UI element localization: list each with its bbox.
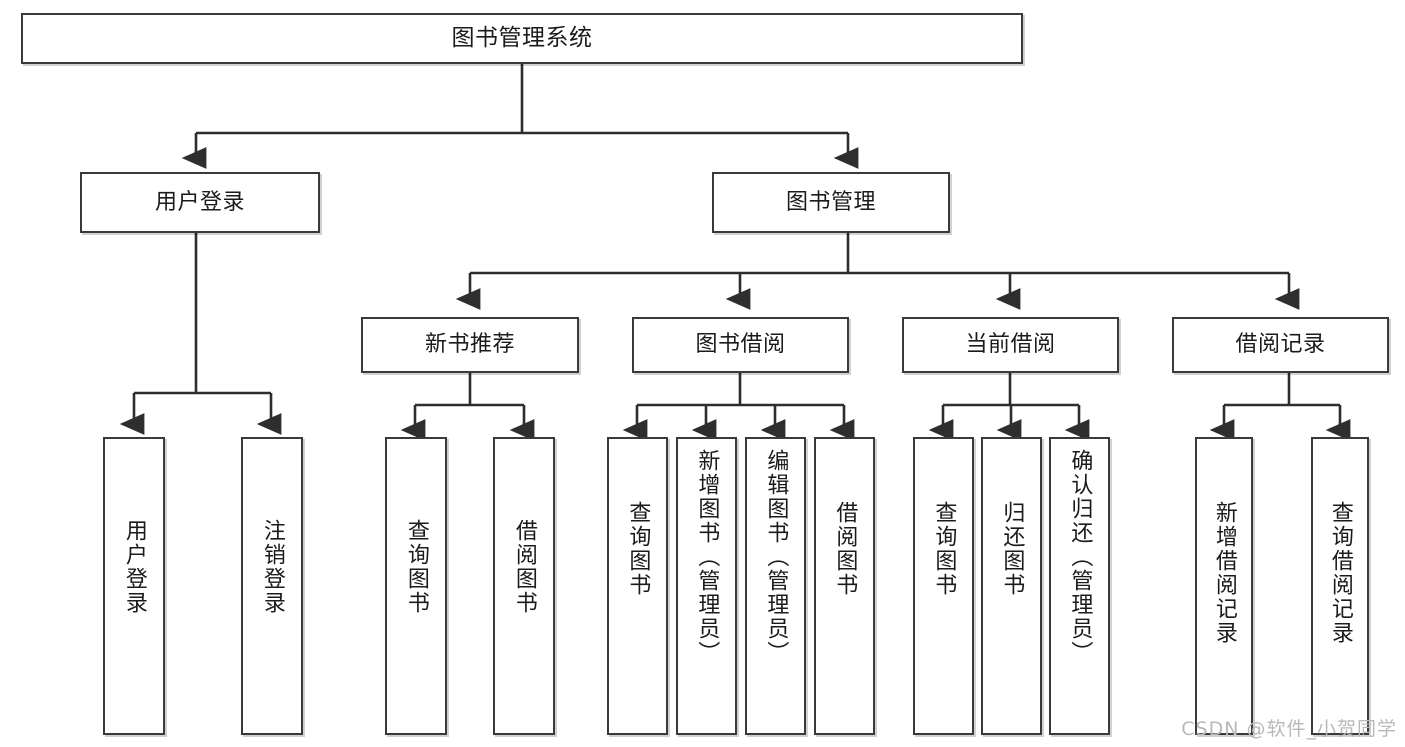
node-label: 当前借阅	[965, 332, 1056, 358]
leaf-user-login[interactable]: 用户登录	[103, 437, 165, 735]
node-label: 归还图书	[999, 501, 1025, 597]
csdn-watermark: CSDN @软件_小贺同学	[1181, 718, 1397, 740]
leaf-add-book-admin[interactable]: 新增图书（管理员）	[676, 437, 737, 735]
node-label: 借阅图书	[511, 519, 537, 615]
node-label: 确认归还（管理员）	[1067, 449, 1093, 665]
node-label: 借阅记录	[1235, 332, 1326, 358]
node-label: 图书管理	[785, 189, 876, 215]
node-root-book-management-system[interactable]: 图书管理系统	[21, 13, 1023, 64]
node-user-login[interactable]: 用户登录	[80, 172, 320, 233]
node-label: 查询图书	[403, 519, 429, 615]
leaf-return-book[interactable]: 归还图书	[981, 437, 1042, 735]
node-label: 查询图书	[625, 501, 651, 597]
leaf-borrow-book-borrow[interactable]: 借阅图书	[814, 437, 875, 735]
node-label: 编辑图书（管理员）	[763, 449, 789, 665]
leaf-query-book-new-recommend[interactable]: 查询图书	[385, 437, 447, 735]
node-label: 图书管理系统	[451, 24, 593, 51]
leaf-edit-book-admin[interactable]: 编辑图书（管理员）	[745, 437, 806, 735]
node-label: 新增借阅记录	[1211, 501, 1237, 645]
node-book-management[interactable]: 图书管理	[712, 172, 950, 233]
leaf-query-borrow-record[interactable]: 查询借阅记录	[1311, 437, 1369, 735]
node-label: 查询图书	[931, 501, 957, 597]
leaf-query-book-borrow[interactable]: 查询图书	[607, 437, 668, 735]
leaf-query-book-current[interactable]: 查询图书	[913, 437, 974, 735]
leaf-borrow-book-new-recommend[interactable]: 借阅图书	[493, 437, 555, 735]
leaf-confirm-return-admin[interactable]: 确认归还（管理员）	[1049, 437, 1110, 735]
node-label: 新增图书（管理员）	[694, 449, 720, 665]
node-label: 注销登录	[259, 519, 285, 615]
node-label: 查询借阅记录	[1327, 501, 1353, 645]
leaf-add-borrow-record[interactable]: 新增借阅记录	[1195, 437, 1253, 735]
node-label: 借阅图书	[832, 501, 858, 597]
node-new-book-recommend[interactable]: 新书推荐	[361, 317, 579, 373]
node-label: 用户登录	[154, 189, 245, 215]
leaf-logout-login[interactable]: 注销登录	[241, 437, 303, 735]
node-label: 新书推荐	[424, 332, 515, 358]
node-current-borrow[interactable]: 当前借阅	[902, 317, 1119, 373]
node-borrow-record[interactable]: 借阅记录	[1172, 317, 1389, 373]
node-book-borrow[interactable]: 图书借阅	[632, 317, 849, 373]
node-label: 用户登录	[121, 519, 147, 615]
node-label: 图书借阅	[695, 332, 786, 358]
